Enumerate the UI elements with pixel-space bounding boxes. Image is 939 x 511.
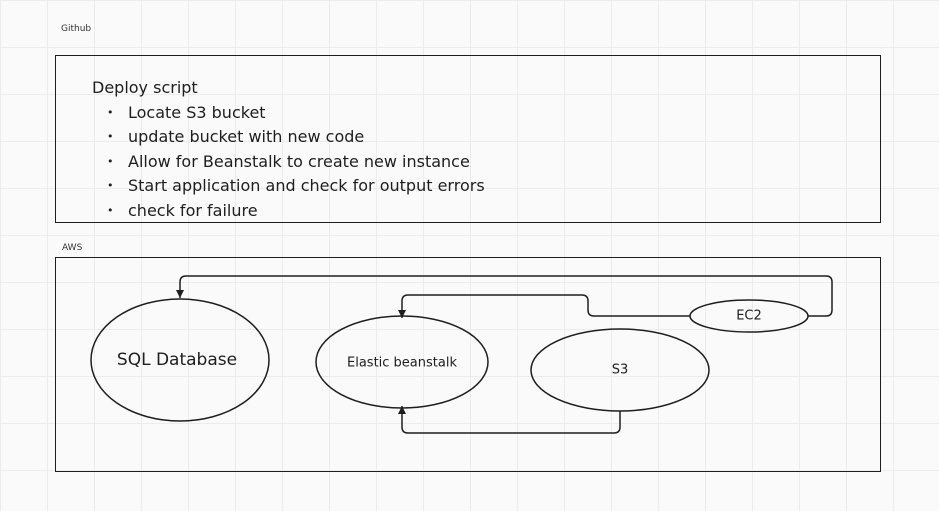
github-frame-label: Github (61, 24, 92, 34)
elastic-beanstalk-label: Elastic beanstalk (347, 355, 457, 371)
connector-ec2-to-beanstalk[interactable] (398, 294, 690, 318)
sql-database-node[interactable] (90, 298, 270, 422)
ec2-node[interactable] (689, 299, 809, 333)
s3-label: S3 (611, 362, 629, 378)
deploy-step: update bucket with new code (107, 125, 485, 150)
sql-database-label: SQL Database (116, 350, 238, 370)
deploy-script-title: Deploy script (92, 78, 198, 97)
deploy-step: Locate S3 bucket (107, 101, 485, 126)
deploy-step: Start application and check for output e… (107, 174, 485, 199)
aws-frame-label: AWS (62, 243, 83, 253)
deploy-steps-list: Locate S3 bucket update bucket with new … (92, 101, 485, 224)
deploy-step: Allow for Beanstalk to create new instan… (107, 150, 485, 175)
ec2-label: EC2 (736, 308, 762, 324)
elastic-beanstalk-node[interactable] (315, 315, 489, 409)
deploy-script-block[interactable]: Deploy script Locate S3 bucket update bu… (92, 76, 485, 223)
aws-frame[interactable] (55, 257, 881, 472)
connector-ec2-to-sql[interactable] (176, 275, 833, 317)
connector-s3-to-beanstalk[interactable] (398, 406, 621, 434)
deploy-step: check for failure (107, 199, 485, 224)
s3-node[interactable] (530, 328, 710, 412)
